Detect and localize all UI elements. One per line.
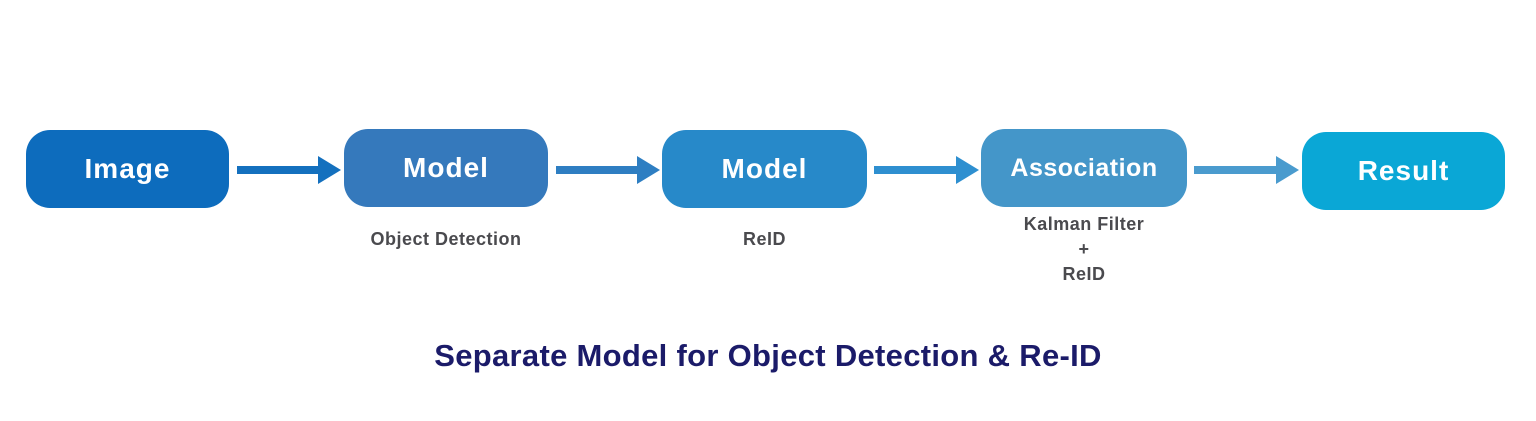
- sublabel-association-line-2: +: [1078, 239, 1090, 259]
- node-model-object-detection: Model: [344, 129, 548, 207]
- arrow-shaft: [874, 166, 958, 174]
- node-association-label: Association: [1010, 153, 1158, 182]
- node-image: Image: [26, 130, 229, 208]
- arrow-shaft: [237, 166, 320, 174]
- arrow-head-icon: [637, 156, 660, 184]
- arrow-head-icon: [318, 156, 341, 184]
- arrow-shaft: [556, 166, 639, 174]
- sublabel-reid: ReID: [742, 229, 786, 249]
- sublabel-association-line-1: Kalman Filter: [1023, 214, 1145, 234]
- arrow-model-to-association: [874, 156, 979, 184]
- node-model-reid: Model: [662, 130, 867, 208]
- sublabel-object-detection: Object Detection: [370, 229, 522, 249]
- node-association: Association: [981, 129, 1187, 207]
- node-model-reid-label: Model: [721, 153, 808, 184]
- sublabel-association: Kalman Filter + ReID: [981, 212, 1187, 287]
- arrow-shaft: [1194, 166, 1278, 174]
- node-result: Result: [1302, 132, 1505, 210]
- node-model-object-detection-label: Model: [403, 152, 489, 183]
- arrow-head-icon: [1276, 156, 1299, 184]
- node-result-label: Result: [1357, 155, 1450, 186]
- sublabel-association-line-3: ReID: [1062, 264, 1106, 284]
- diagram-caption: Separate Model for Object Detection & Re…: [434, 338, 1102, 373]
- arrow-model-to-model: [556, 156, 660, 184]
- arrow-image-to-model: [237, 156, 341, 184]
- arrow-association-to-result: [1194, 156, 1299, 184]
- node-image-label: Image: [84, 153, 171, 184]
- arrow-head-icon: [956, 156, 979, 184]
